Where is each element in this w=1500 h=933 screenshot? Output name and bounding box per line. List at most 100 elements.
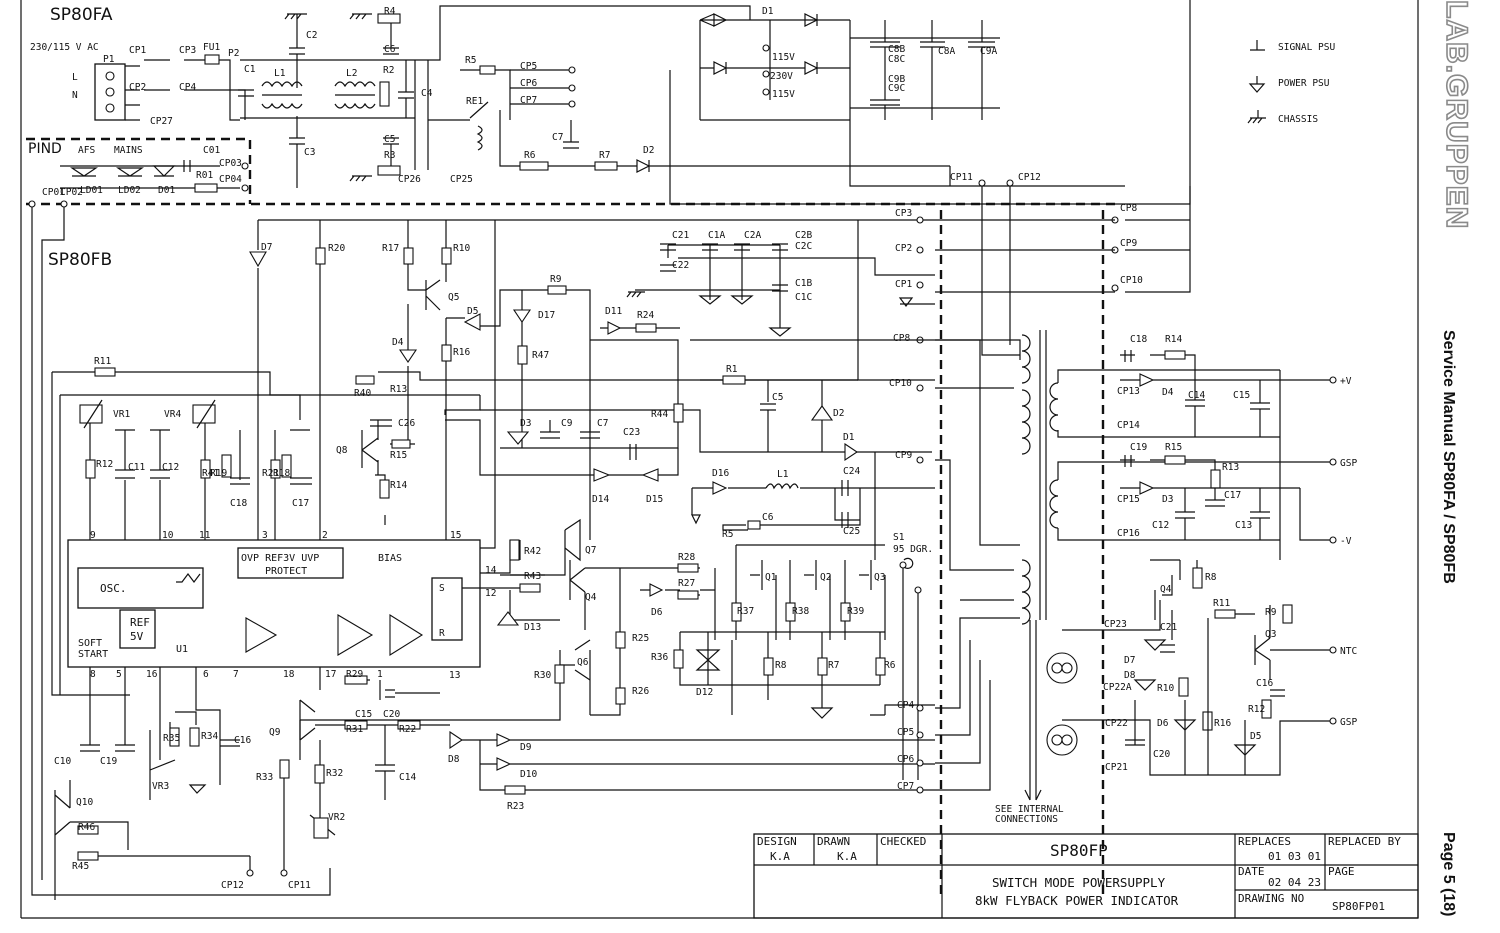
title-block: DESIGN K.A DRAWN K.A CHECKED SP80FP SWIT… xyxy=(753,833,1419,919)
resistor-r8-out xyxy=(1192,567,1203,589)
component-label: C12 xyxy=(1152,520,1169,531)
component-label: R32 xyxy=(326,768,343,779)
mains-input-label: 230/115 V AC xyxy=(30,42,99,53)
comparator-c xyxy=(389,614,424,656)
resistor-r18 xyxy=(281,454,292,478)
tb-design-val: K.A xyxy=(770,850,790,863)
component-label: R7 xyxy=(599,150,610,161)
component-label: R11 xyxy=(1213,598,1230,609)
component-label: CP13 xyxy=(1117,386,1140,397)
component-label: CP03 xyxy=(219,158,242,169)
resistor-r11-out xyxy=(1214,609,1236,619)
resistor-r9-out xyxy=(1282,604,1293,624)
component-label: R8 xyxy=(1205,572,1217,583)
diode-d1-fb xyxy=(844,442,858,462)
component-label: R2 xyxy=(383,65,394,76)
component-label: C12 xyxy=(162,462,179,473)
component-label: 8 xyxy=(90,669,96,680)
terminal-cp7 xyxy=(568,100,576,108)
component-label: R27 xyxy=(678,578,695,589)
component-label: D5 xyxy=(467,306,478,317)
component-label: C13 xyxy=(1235,520,1252,531)
diode-d4 xyxy=(398,349,418,363)
component-label: C2A xyxy=(744,230,761,241)
component-label: C21 xyxy=(1160,622,1177,633)
terminal-cp12-fb xyxy=(246,869,254,877)
see-internal-label2: CONNECTIONS xyxy=(995,814,1058,825)
component-label: C1 xyxy=(244,64,256,75)
trimmer-vr4 xyxy=(192,404,216,424)
terminal-cp04 xyxy=(241,184,249,192)
component-label: C4 xyxy=(421,88,433,99)
reference-5v-block xyxy=(119,609,156,649)
component-label: R8 xyxy=(775,660,787,671)
component-label: C22 xyxy=(672,260,689,271)
component-label: 6 xyxy=(203,669,209,680)
component-label: R01 xyxy=(196,170,213,181)
thermal-switch-s1-a xyxy=(899,561,907,569)
ic-ref-value: 5V xyxy=(130,630,144,643)
output-minus-v: -V xyxy=(1340,536,1352,547)
component-label: 3 xyxy=(262,530,268,541)
component-label: C9B xyxy=(888,74,905,85)
terminal-cp17 xyxy=(1329,376,1337,384)
component-label: R21 xyxy=(262,468,279,479)
resistor-r16 xyxy=(441,344,452,362)
resistor-r9 xyxy=(547,285,567,295)
terminal-n xyxy=(105,87,115,97)
resistor-r31 xyxy=(344,720,368,730)
tb-drawn-head: DRAWN xyxy=(817,835,850,848)
diode-d11 xyxy=(607,321,622,335)
component-label: R43 xyxy=(524,571,541,582)
component-label: CP3 xyxy=(895,208,912,219)
ic-bias-label: BIAS xyxy=(378,553,402,564)
terminal-cp20 xyxy=(1329,717,1337,725)
tb-drawn-val: K.A xyxy=(837,850,857,863)
resistor-r27 xyxy=(677,590,699,600)
resistor-r25 xyxy=(615,631,626,649)
output-gsp-1: GSP xyxy=(1340,458,1357,469)
component-label: R5 xyxy=(465,55,476,66)
common-mode-choke-l1 xyxy=(261,81,303,109)
component-label: 13 xyxy=(449,670,460,681)
component-label: C8A xyxy=(938,46,955,57)
component-label: R14 xyxy=(1165,334,1182,345)
s1-label: S1 xyxy=(893,532,905,543)
tap-115v-a: 115V xyxy=(772,52,795,63)
component-label: CP4 xyxy=(179,82,196,93)
legend-chassis: CHASSIS xyxy=(1278,114,1318,125)
component-label: C1C xyxy=(795,292,812,303)
component-label: CP7 xyxy=(897,781,914,792)
component-label: LD02 xyxy=(118,185,141,196)
component-label: 18 xyxy=(283,669,295,680)
component-label: R29 xyxy=(346,669,363,680)
component-label: R6 xyxy=(524,150,536,161)
component-label: C23 xyxy=(623,427,640,438)
component-label: CP22A xyxy=(1103,682,1132,693)
component-label: C8C xyxy=(888,54,905,65)
component-label: CP1 xyxy=(129,45,146,56)
component-label: R31 xyxy=(346,724,363,735)
component-label: R39 xyxy=(847,606,864,617)
component-label: CP7 xyxy=(520,95,537,106)
component-label: R12 xyxy=(1248,704,1265,715)
output-ntc: NTC xyxy=(1340,646,1357,657)
sp80fb-section: SP80FB OSC. REF 5V SOFT START U1 OVP REF… xyxy=(48,179,1357,900)
component-label: C20 xyxy=(383,709,400,720)
component-label: C18 xyxy=(1130,334,1147,345)
component-label: D10 xyxy=(520,769,537,780)
component-label: Q8 xyxy=(336,445,348,456)
component-label: CP11 xyxy=(288,880,311,891)
component-label: CP12 xyxy=(221,880,244,891)
component-label: CP14 xyxy=(1117,420,1140,431)
terminal-cp01 xyxy=(28,200,36,208)
component-label: D4 xyxy=(392,337,404,348)
legend-power: POWER PSU xyxy=(1278,78,1330,89)
component-label: C5 xyxy=(772,392,783,403)
component-label: C6 xyxy=(384,44,396,55)
diode-d9 xyxy=(496,733,512,747)
ic-ref-label: REF xyxy=(130,616,150,629)
component-label: C20 xyxy=(1153,749,1170,760)
component-label: CP15 xyxy=(1117,494,1140,505)
component-label: C16 xyxy=(234,735,251,746)
